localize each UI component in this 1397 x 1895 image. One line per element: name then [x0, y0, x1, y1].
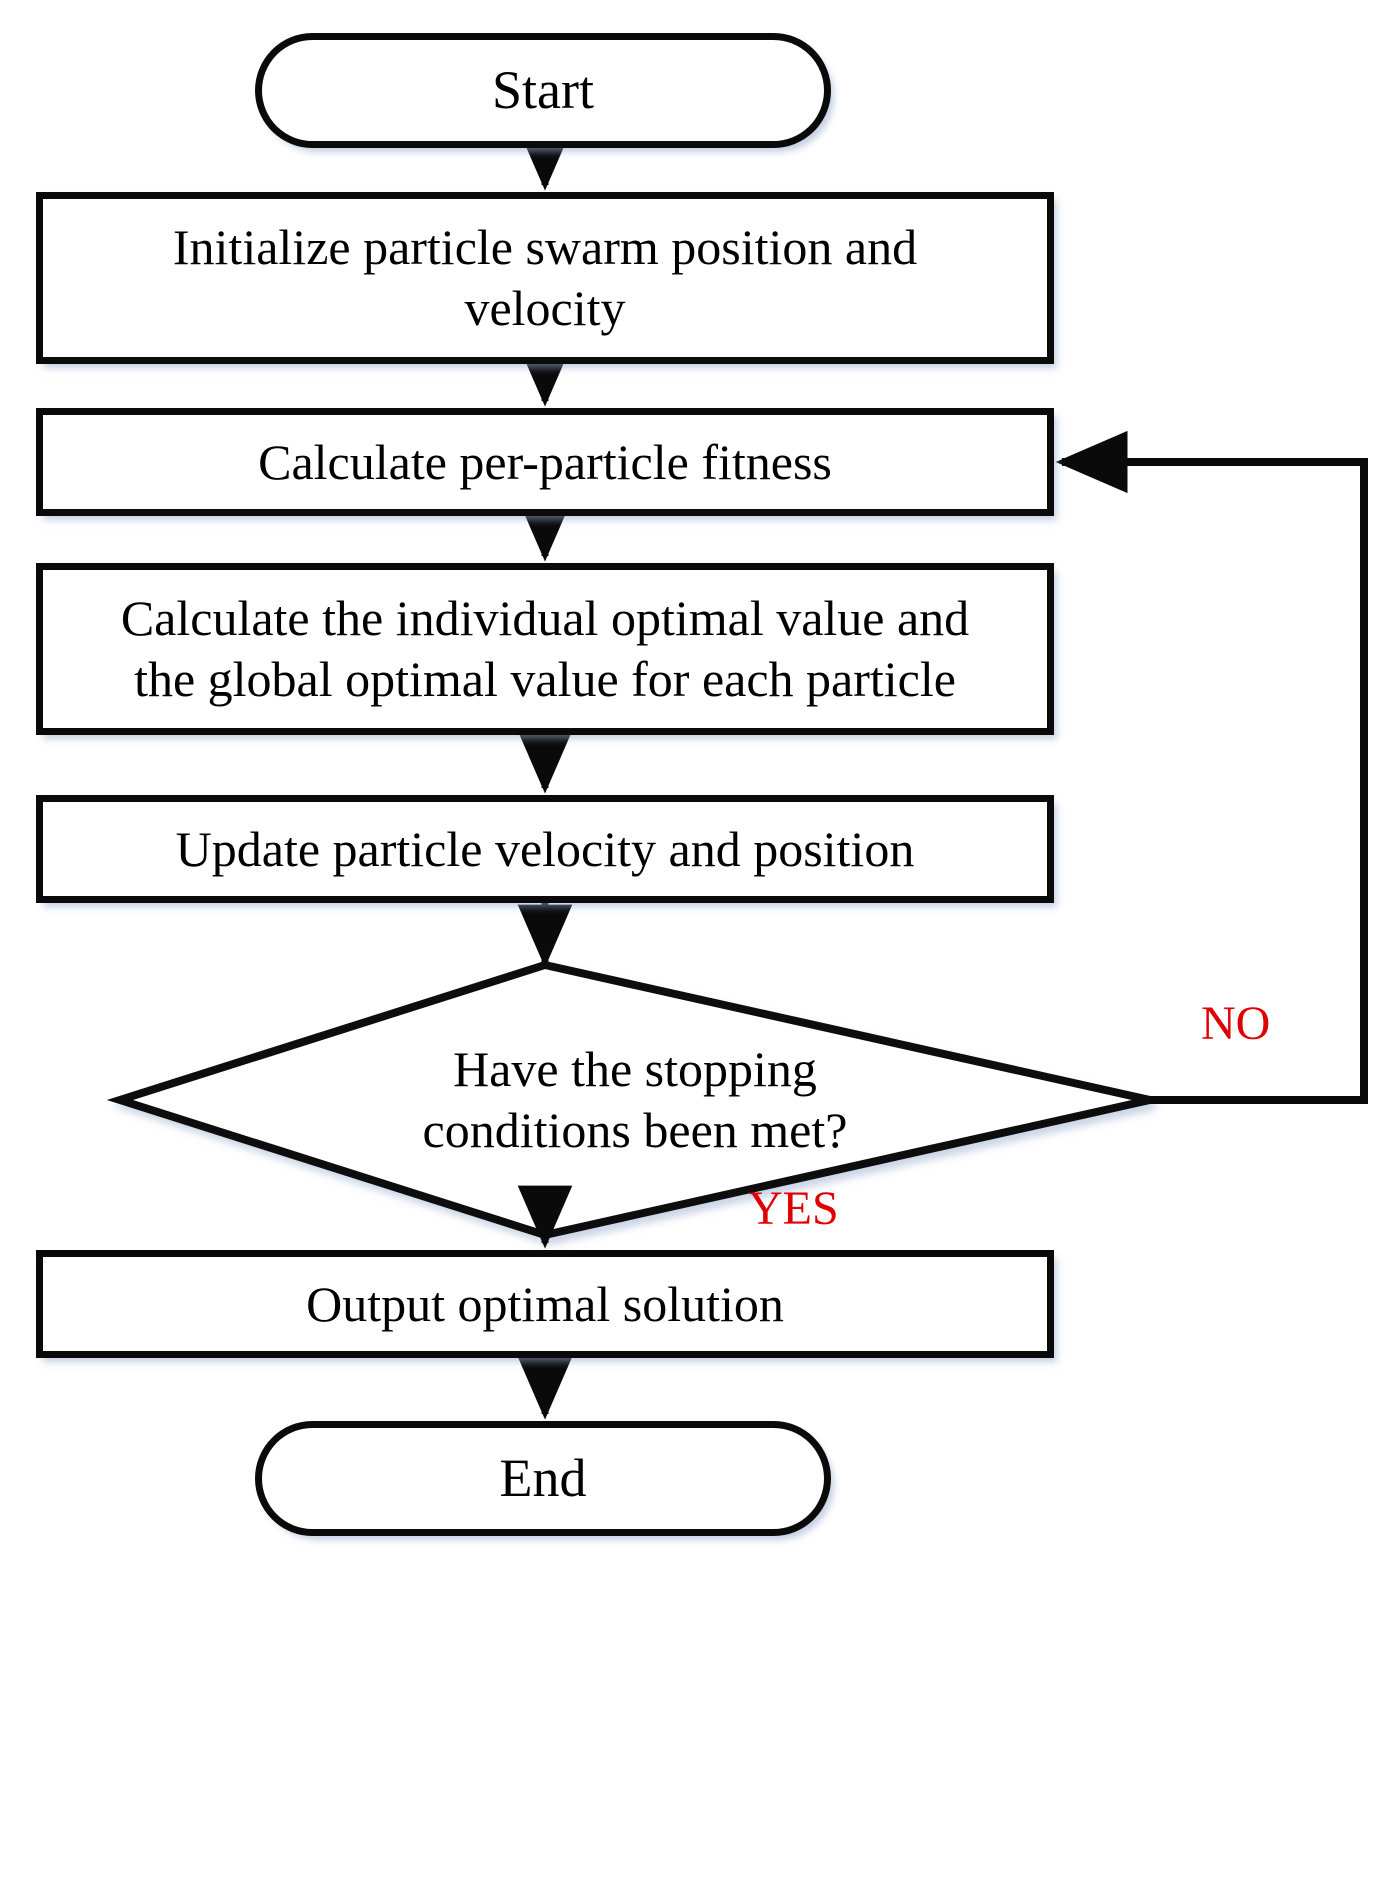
node-start[interactable]: Start [255, 33, 831, 148]
node-end[interactable]: End [255, 1421, 831, 1536]
node-output-solution-label: Output optimal solution [306, 1276, 784, 1332]
node-calculate-best[interactable]: Calculate the individual optimal value a… [36, 563, 1054, 735]
node-start-label: Start [492, 60, 594, 121]
node-output-solution[interactable]: Output optimal solution [36, 1250, 1054, 1358]
edge-decision-fitness-no [1055, 430, 1368, 1104]
node-update-velocity-position[interactable]: Update particle velocity and position [36, 795, 1054, 903]
node-initialize[interactable]: Initialize particle swarm position and v… [36, 192, 1054, 364]
node-calculate-fitness[interactable]: Calculate per-particle fitness [36, 408, 1054, 516]
edge-label-no: NO [1201, 997, 1271, 1050]
decision-diamond [106, 960, 1151, 1240]
node-initialize-label: Initialize particle swarm position and v… [172, 219, 918, 336]
node-calculate-fitness-label: Calculate per-particle fitness [258, 434, 832, 490]
node-update-velocity-position-label: Update particle velocity and position [175, 821, 915, 877]
edge-label-yes: YES [748, 1182, 839, 1235]
node-calculate-best-label: Calculate the individual optimal value a… [120, 590, 970, 707]
node-end-label: End [499, 1448, 587, 1509]
